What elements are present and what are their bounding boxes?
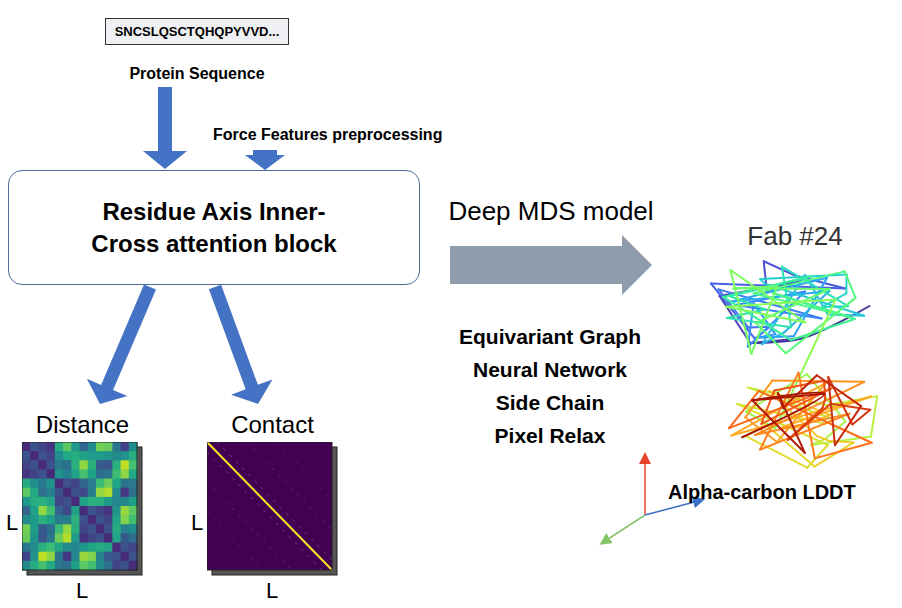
structure-title: Fab #24 [747,222,842,251]
distance-map [22,442,143,576]
sequence-box: SNCSLQSCTQHQPYVVD... [105,18,290,45]
edge-label: Deep MDS model [446,196,655,227]
axis-line [644,455,646,515]
axis-line [602,515,645,543]
flow-arrow [143,87,187,169]
model-arrow [450,235,652,295]
method-note: Equivariant Graph [440,325,660,349]
flow-arrow [87,284,156,404]
sequence-node: SNCSLQSCTQHQPYVVD... Protein Sequence [82,18,312,83]
matrix-title: Contact [231,412,314,438]
protein-structure [693,251,898,473]
metric-note: Alpha-carbon LDDT [668,481,856,504]
contact-map [207,442,338,576]
attention-block: Residue Axis Inner-Cross attention block [8,170,420,285]
block-title: Residue Axis Inner-Cross attention block [78,196,350,258]
axis-letter: L [266,578,278,604]
method-note: Pixel Relax [440,424,660,448]
matrix-title: Distance [36,412,129,438]
matrix-node: Contact [210,412,335,576]
node-heading: Protein Sequence [129,65,264,83]
axis-letter: L [191,510,203,536]
method-note: Neural Network [440,358,660,382]
input-arrow [245,150,285,170]
flow-arrow [209,285,273,404]
axis-letter: L [76,578,88,604]
process-note: Force Features preprocessing [213,126,442,144]
matrix-node: Distance [25,412,140,576]
method-note: Side Chain [440,391,660,415]
axis-letter: L [6,510,18,536]
structure-node: Fab #24 [690,222,900,473]
